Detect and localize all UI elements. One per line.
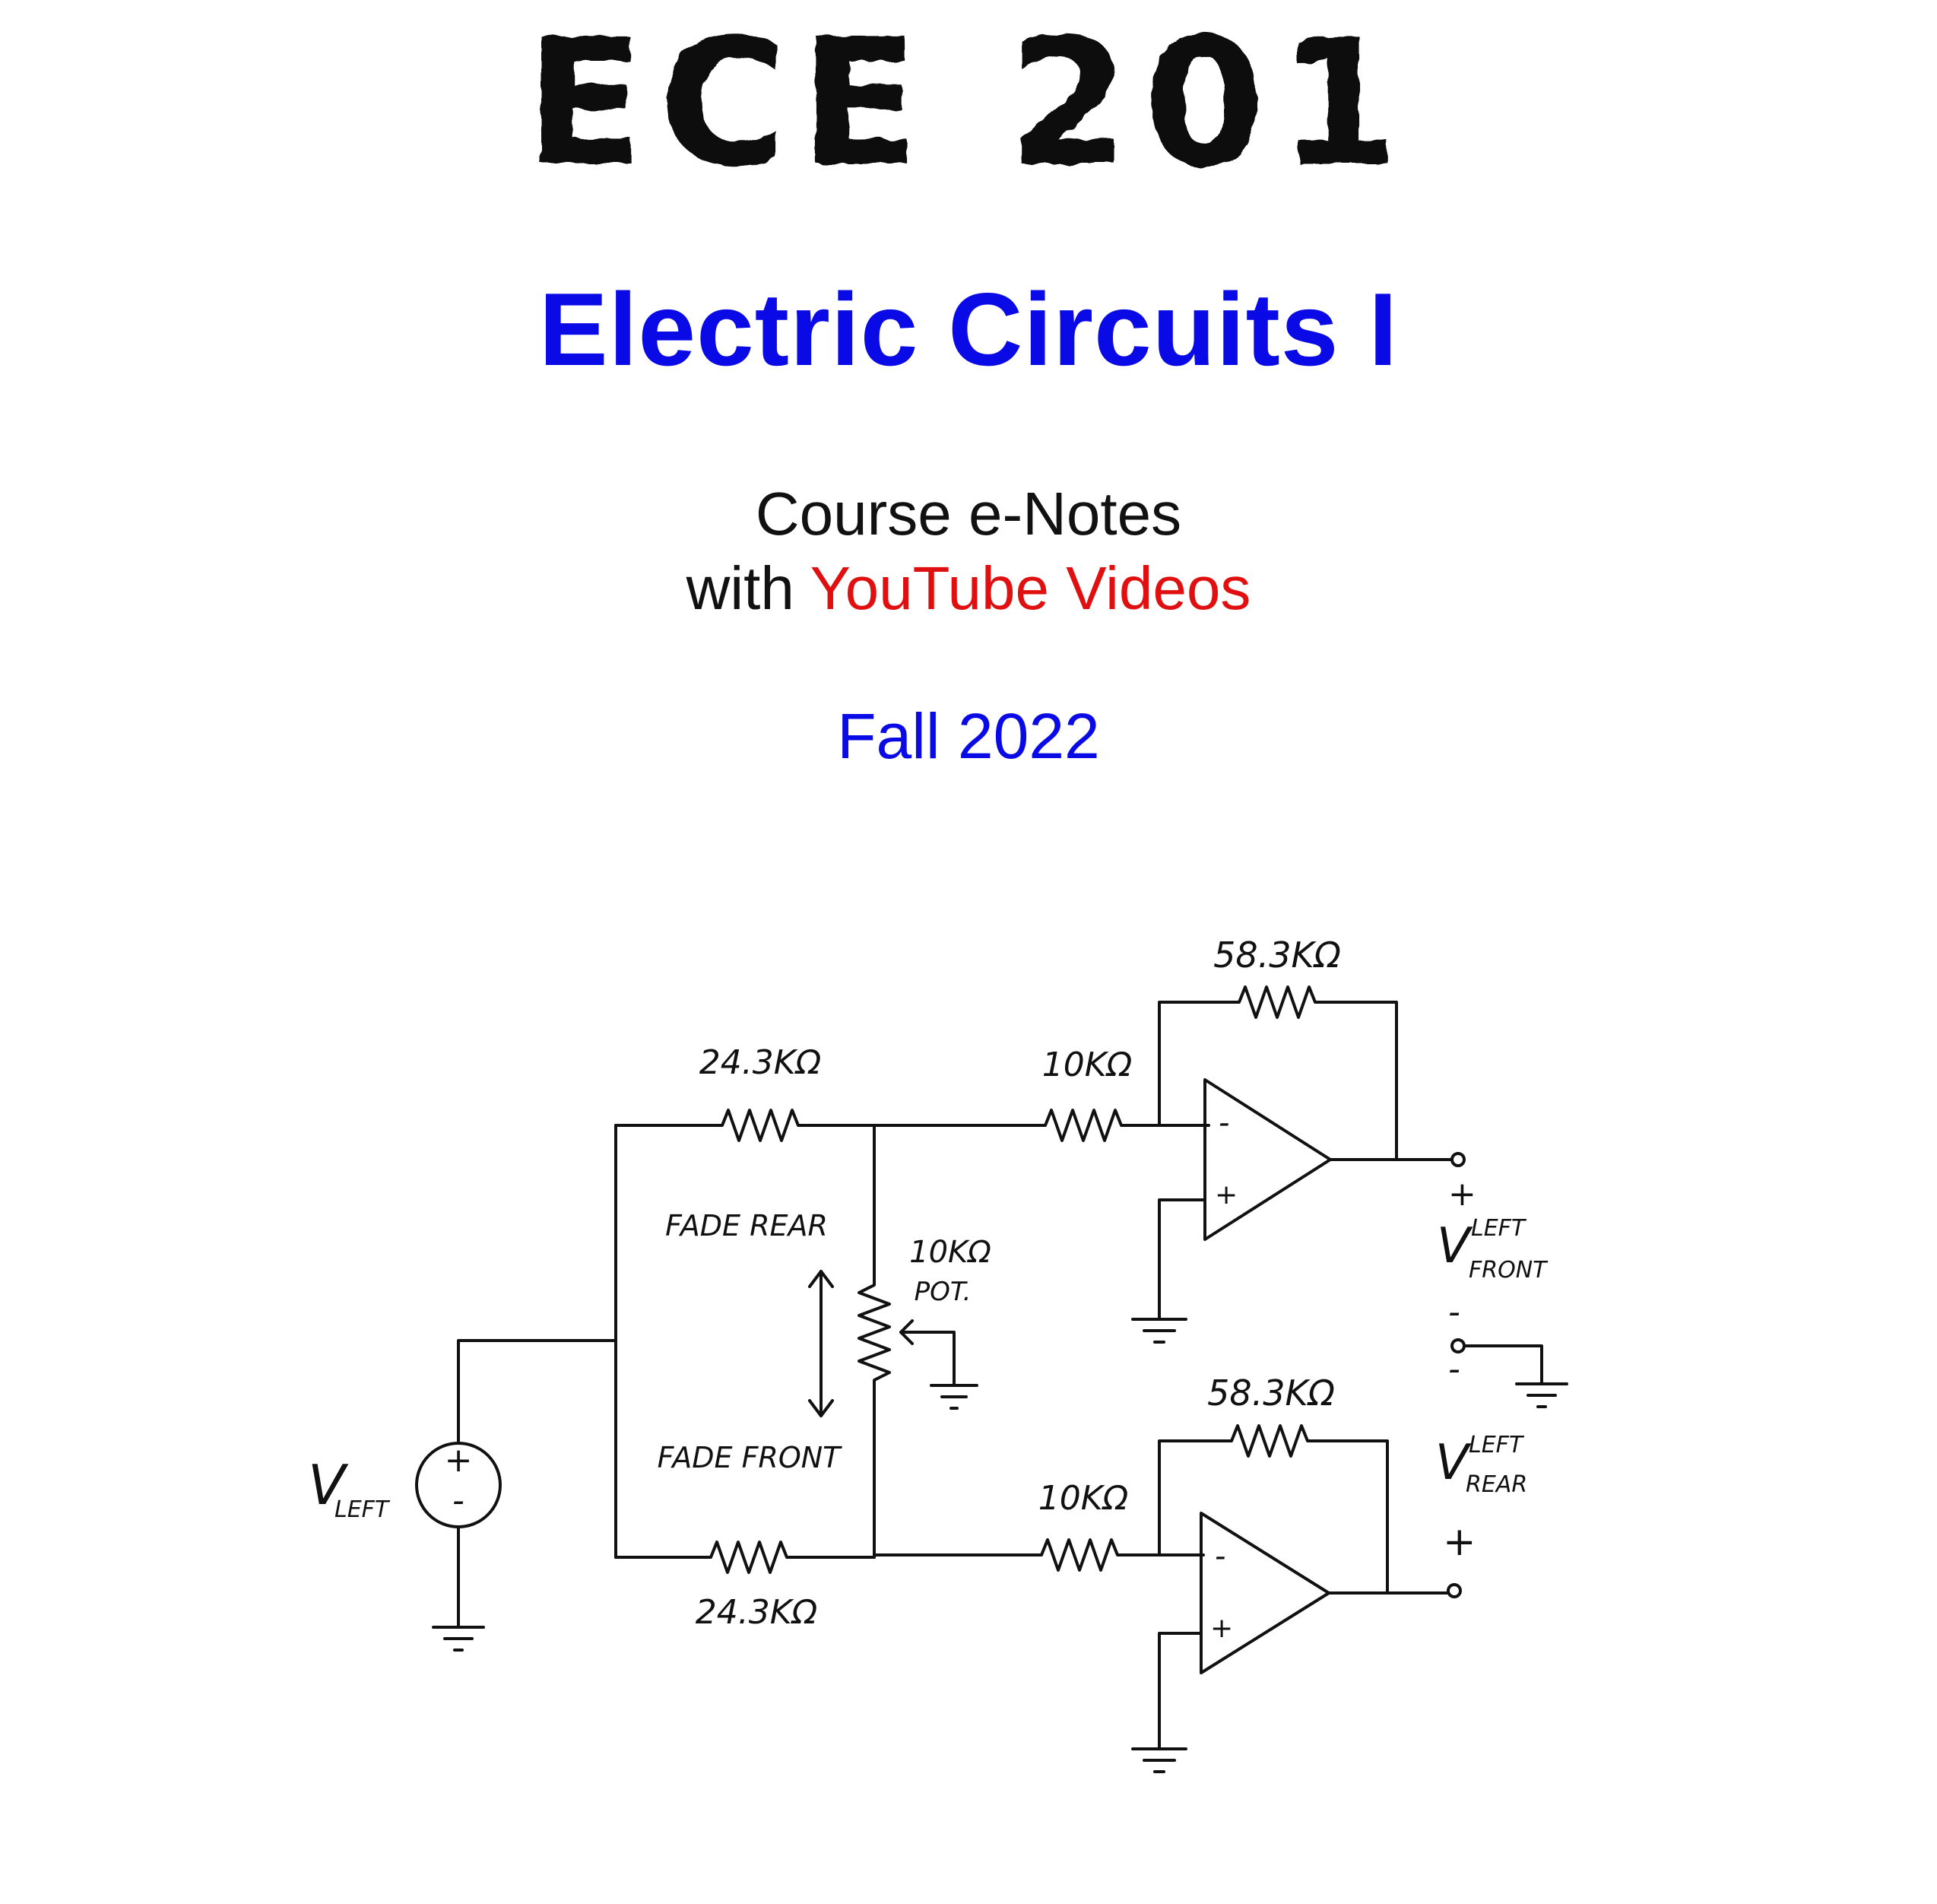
op-amp-top-plus: + [1215,1179,1238,1211]
fade-front-label: FADE FRONT [658,1441,843,1474]
ground-symbol-pot [930,1384,978,1410]
v-left-label: V [308,1453,349,1517]
logo-graphic: ECE 201 [525,2,1413,205]
source-minus: - [452,1481,464,1520]
resistor-input-bottom: 24.3KΩ [614,1541,876,1632]
output-rear-v: V [1435,1435,1472,1491]
source-plus: + [445,1441,473,1480]
output-left-rear: V LEFT REAR + [1435,1432,1527,1565]
voltage-source: + - V LEFT [308,1339,617,1652]
pot-value-label: 10KΩ [909,1235,991,1270]
logo-text: ECE 201 [525,23,1413,182]
output-ground-terminal: - [1448,1338,1568,1408]
semester-label: Fall 2022 [837,700,1100,772]
subtitle-course-notes: Course e-Notes [755,480,1182,547]
op-amp-top-minus: - [1219,1106,1229,1141]
resistor-feedback-top-label: 58.3KΩ [1213,935,1341,976]
op-amp-bottom: - + 58.3KΩ [1131,1372,1462,1773]
fade-rear-label: FADE REAR [665,1209,828,1242]
output-rear-plus: + [1443,1519,1476,1565]
ground-symbol-op-bottom [1131,1747,1187,1773]
resistor-input-top-label: 24.3KΩ [699,1043,822,1082]
resistor-feedback-bottom-label: 58.3KΩ [1207,1372,1335,1414]
output-front-plus: + [1448,1175,1476,1214]
subtitle-youtube-videos: YouTube Videos [810,554,1251,622]
output-rear-sup: LEFT [1469,1432,1525,1458]
resistor-10k-top-label: 10KΩ [1042,1046,1133,1084]
potentiometer: 10KΩ POT. [858,1124,991,1559]
subtitle-youtube: with YouTube Videos [0,554,1937,624]
resistor-input-bottom-label: 24.3KΩ [696,1593,818,1632]
course-title: Electric Circuits I [538,271,1399,387]
v-left-subscript: LEFT [334,1496,391,1523]
output-rear-minus: - [1448,1350,1460,1388]
resistor-10k-top: 10KΩ [873,1046,1210,1142]
op-amp-top: - + 58.3KΩ [1131,935,1466,1344]
resistor-10k-bottom: 10KΩ [873,1479,1205,1572]
output-front-minus: - [1448,1293,1460,1331]
resistor-input-top: 24.3KΩ [614,1043,876,1142]
output-front-sub: FRONT [1469,1257,1549,1284]
output-left-front: + V LEFT FRONT - [1437,1175,1549,1331]
output-rear-sub: REAR [1466,1471,1527,1498]
op-amp-bottom-minus: - [1215,1539,1225,1574]
ground-symbol-source [432,1626,485,1652]
resistor-10k-bottom-label: 10KΩ [1038,1479,1129,1518]
course-logo: ECE 201 [487,2,1452,205]
pot-label: POT. [915,1277,972,1307]
output-front-v: V [1437,1218,1473,1274]
subtitle-with: with [686,554,794,622]
op-amp-bottom-plus: + [1210,1613,1233,1644]
ground-symbol-op-top [1131,1318,1187,1344]
output-front-sup: LEFT [1471,1215,1527,1242]
fade-indicator: FADE REAR FADE FRONT [658,1209,843,1474]
